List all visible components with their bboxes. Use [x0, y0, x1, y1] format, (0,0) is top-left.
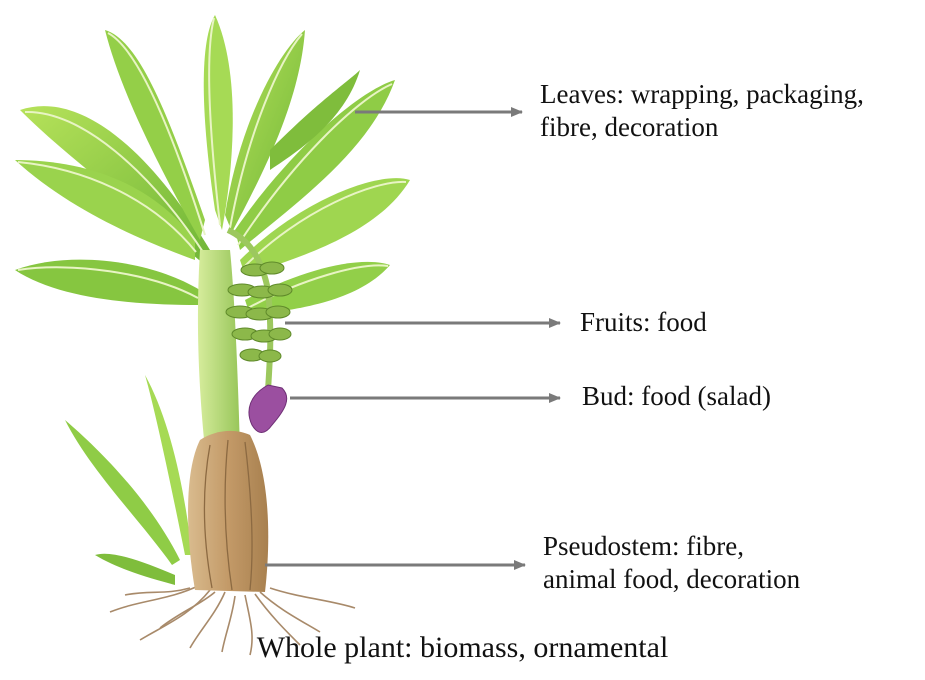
pseudostem-label: Pseudostem: fibre, animal food, decorati… [543, 530, 800, 596]
flower-bud [249, 385, 287, 433]
leaves-label-line1: Leaves: wrapping, packaging, [540, 78, 864, 111]
fruits-label-text: Fruits: food [580, 306, 707, 339]
pseudostem-label-line2: animal food, decoration [543, 563, 800, 596]
leaves-label: Leaves: wrapping, packaging, fibre, deco… [540, 78, 864, 144]
bud-label-text: Bud: food (salad) [582, 380, 771, 413]
leaves-label-line2: fibre, decoration [540, 111, 864, 144]
main-stem [198, 250, 240, 450]
pseudostem-label-line1: Pseudostem: fibre, [543, 530, 800, 563]
pseudostem [188, 431, 268, 592]
fruits-label: Fruits: food [580, 306, 707, 339]
bud-label: Bud: food (salad) [582, 380, 771, 413]
whole-plant-caption: Whole plant: biomass, ornamental [0, 630, 925, 666]
